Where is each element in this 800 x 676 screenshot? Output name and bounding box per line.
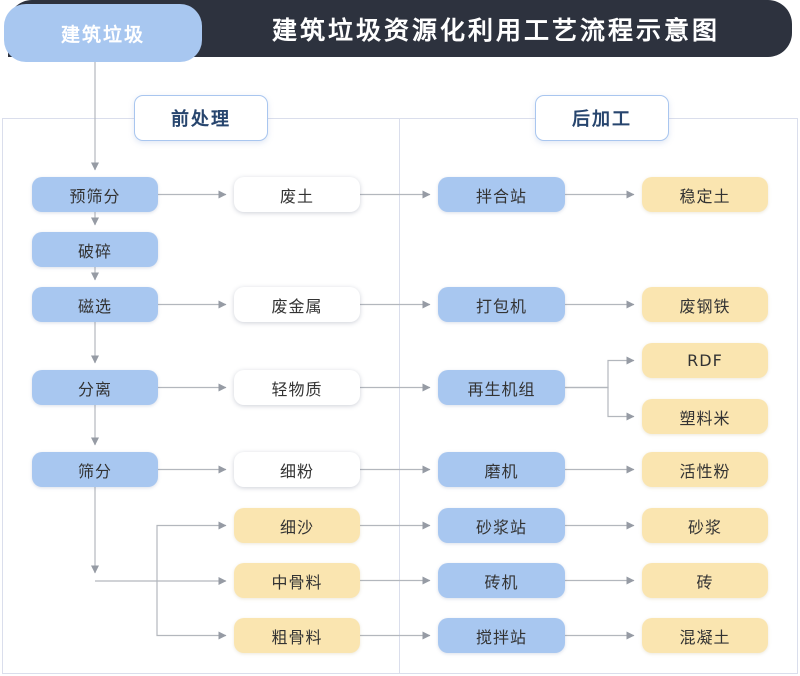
node-hunningtu: 混凝土 (642, 618, 768, 653)
node-posui: 破碎 (32, 232, 158, 267)
node-shajiangzhan: 砂浆站 (438, 508, 565, 543)
source-tab: 建筑垃圾 (4, 4, 202, 62)
node-zhongguliao: 中骨料 (234, 563, 360, 598)
node-jiaobanzhan: 搅拌站 (438, 618, 565, 653)
node-shajiang: 砂浆 (642, 508, 768, 543)
node-feigangtie: 废钢铁 (642, 287, 768, 322)
flow-arrow (565, 386, 635, 421)
node-cuguliao: 粗骨料 (234, 618, 360, 653)
node-wendingtu: 稳定土 (642, 177, 768, 212)
section-post-label: 后加工 (572, 109, 632, 130)
section-post-processing: 后加工 (535, 95, 669, 141)
section-pre-processing: 前处理 (134, 95, 268, 141)
node-xisha: 细沙 (234, 508, 360, 543)
node-shaifen: 筛分 (32, 452, 158, 487)
node-cixuan: 磁选 (32, 287, 158, 322)
node-xifen: 细粉 (234, 452, 360, 487)
diagram-frame (2, 118, 798, 674)
node-fenli: 分离 (32, 370, 158, 405)
node-zhuan: 砖 (642, 563, 768, 598)
node-yushaifen: 预筛分 (32, 177, 158, 212)
flow-arrow (156, 521, 227, 581)
page-title: 建筑垃圾资源化利用工艺流程示意图 (271, 15, 720, 45)
section-pre-label: 前处理 (171, 109, 231, 130)
node-suliaomi: 塑料米 (642, 399, 768, 434)
node-moji: 磨机 (438, 452, 565, 487)
node-zaishengjizu: 再生机组 (438, 370, 565, 405)
node-dabaoji: 打包机 (438, 287, 565, 322)
node-huoxingfen: 活性粉 (642, 452, 768, 487)
section-divider (399, 118, 400, 673)
node-zhuanji: 砖机 (438, 563, 565, 598)
source-tab-label: 建筑垃圾 (60, 23, 145, 46)
node-feitu: 废土 (234, 177, 360, 212)
node-banhezhan: 拌合站 (438, 177, 565, 212)
flow-arrow (156, 581, 227, 640)
node-qingwuzhi: 轻物质 (234, 370, 360, 405)
node-feijinshu: 废金属 (234, 287, 360, 322)
node-rdf: RDF (642, 343, 768, 378)
flow-arrow (565, 356, 635, 389)
